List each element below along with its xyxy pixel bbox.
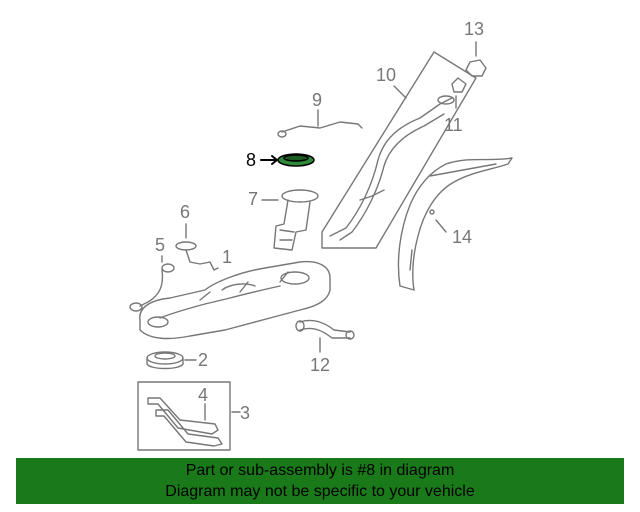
vent-tube[interactable]	[277, 121, 363, 138]
straps-box	[137, 381, 231, 451]
leader-14	[435, 219, 447, 233]
callout-4: 4	[198, 385, 209, 405]
fuel-tank[interactable]	[139, 260, 331, 340]
callout-14: 14	[452, 227, 473, 247]
parts-diagram	[129, 41, 513, 451]
splash-shield[interactable]	[397, 157, 513, 291]
retainer-ring[interactable]	[146, 351, 184, 370]
callout-9: 9	[312, 90, 323, 110]
filler-cap[interactable]	[451, 77, 467, 93]
filler-box	[321, 51, 477, 249]
leader-10	[393, 85, 407, 99]
callout-12: 12	[310, 355, 331, 375]
callout-7: 7	[248, 189, 259, 209]
callout-2: 2	[198, 350, 209, 370]
fuel-tube[interactable]	[129, 263, 175, 312]
callout-11: 11	[444, 115, 463, 135]
footer-line-1: Part or sub-assembly is #8 in diagram	[185, 462, 455, 479]
callout-6: 6	[180, 202, 191, 222]
footer-line-2: Diagram may not be specific to your vehi…	[165, 483, 475, 500]
fuel-pump[interactable]	[273, 189, 319, 251]
callout-1: 1	[222, 247, 233, 267]
filler-hose[interactable]	[295, 319, 355, 340]
callout-13: 13	[464, 19, 485, 39]
callout-3: 3	[240, 403, 251, 423]
callout-10: 10	[376, 65, 397, 85]
filler-pipe[interactable]	[329, 95, 455, 241]
tank-straps[interactable]	[147, 397, 223, 447]
sender-unit[interactable]	[175, 241, 219, 271]
leader-8	[260, 155, 278, 165]
callout-8: 8	[246, 150, 257, 170]
pump-gasket[interactable]	[277, 153, 315, 167]
disclaimer-banner: Part or sub-assembly is #8 in diagram Di…	[16, 458, 624, 504]
callout-5: 5	[155, 235, 166, 255]
filler-cap-13[interactable]	[465, 59, 487, 77]
